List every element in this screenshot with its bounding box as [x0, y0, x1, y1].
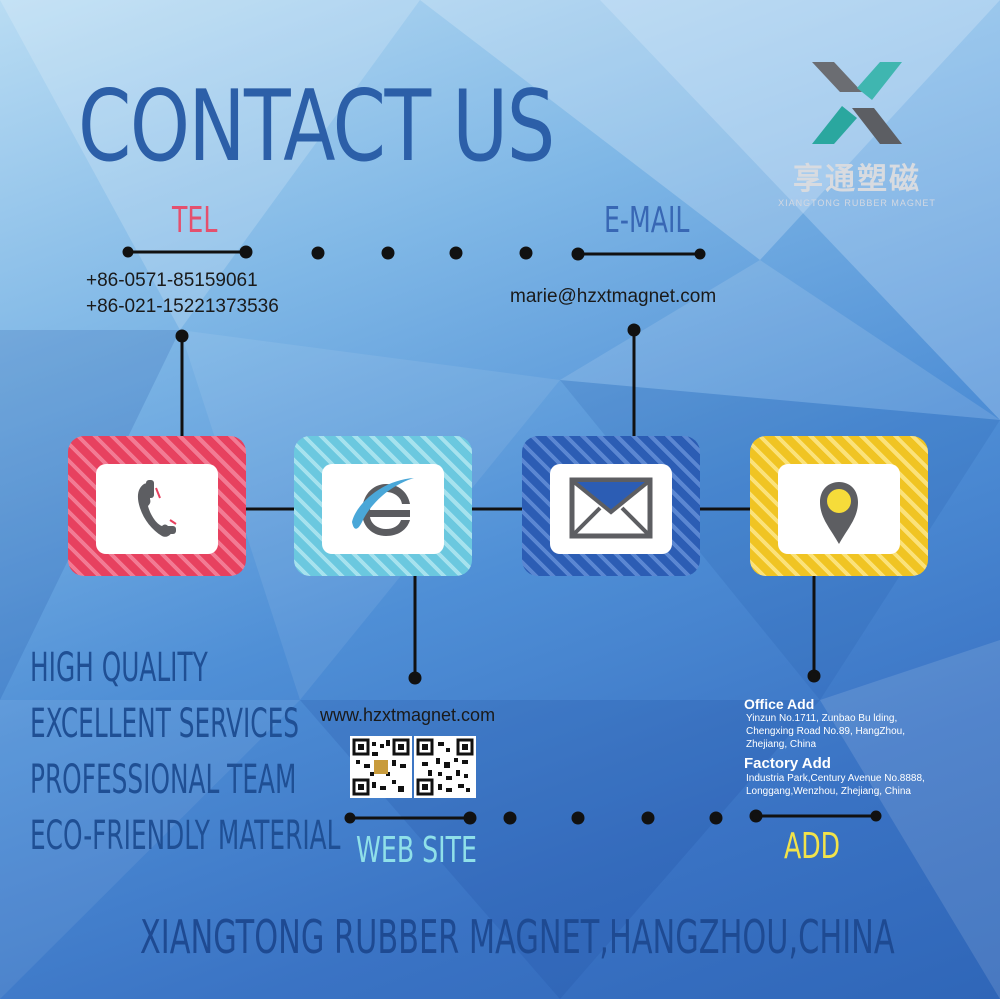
- phone-number[interactable]: +86-0571-85159061: [86, 270, 258, 291]
- qualities-list: HIGH QUALITY EXCELLENT SERVICES PROFESSI…: [30, 640, 531, 864]
- quality-item: ECO-FRIENDLY MATERIAL: [30, 813, 341, 859]
- footer-company-name: XIANGTONG RUBBER MAGNET,HANGZHOU,CHINA: [140, 910, 895, 964]
- email-card-face: [550, 464, 672, 554]
- office-address-line: Zhejiang, China: [746, 739, 817, 750]
- xt-logo-mark-icon: [812, 62, 902, 144]
- office-address-title: Office Add: [744, 696, 815, 712]
- qr-code[interactable]: [414, 736, 476, 798]
- page-title: CONTACT US: [78, 70, 555, 184]
- address-block: Office Add Yinzun No.1711, Zunbao Bu ldi…: [744, 696, 984, 798]
- website-url[interactable]: www.hzxtmagnet.com: [320, 705, 496, 725]
- website-label: WEB SITE: [356, 830, 477, 871]
- quality-item: HIGH QUALITY: [30, 645, 208, 691]
- office-address-line: Yinzun No.1711, Zunbao Bu lding,: [746, 713, 898, 724]
- factory-address-line: Longgang,Wenzhou, Zhejiang, China: [746, 786, 911, 797]
- quality-item: EXCELLENT SERVICES: [30, 701, 300, 747]
- qr-code[interactable]: [350, 736, 412, 798]
- qr-code-icon: [352, 738, 410, 796]
- browser-e-icon: [352, 478, 414, 536]
- phone-card[interactable]: [68, 436, 246, 576]
- envelope-icon: [569, 477, 653, 539]
- factory-address-title: Factory Add: [744, 755, 831, 772]
- logo-english-name: XIANGTONG RUBBER MAGNET: [778, 198, 936, 208]
- address-card-face: [778, 464, 900, 554]
- phone-numbers: +86-0571-85159061 +86-021-15221373536: [86, 268, 279, 320]
- tel-label: TEL: [172, 200, 218, 241]
- company-logo: 享通塑磁 XIANGTONG RUBBER MAGNET: [772, 62, 942, 222]
- website-card[interactable]: [294, 436, 472, 576]
- phone-card-face: [96, 464, 218, 554]
- qr-code-icon: [416, 738, 474, 796]
- website-card-face: [322, 464, 444, 554]
- quality-item: PROFESSIONAL TEAM: [30, 757, 297, 803]
- email-address[interactable]: marie@hzxtmagnet.com: [510, 286, 717, 307]
- factory-address-line: Industria Park,Century Avenue No.8888,: [746, 773, 925, 784]
- email-label: E-MAIL: [604, 200, 690, 241]
- office-address-line: Chengxing Road No.89, HangZhou,: [746, 726, 905, 737]
- phone-number[interactable]: +86-021-15221373536: [86, 296, 279, 317]
- email-card[interactable]: [522, 436, 700, 576]
- address-label: ADD: [784, 826, 841, 867]
- map-pin-icon: [820, 482, 858, 544]
- logo-chinese-name: 享通塑磁: [793, 162, 921, 197]
- phone-icon: [137, 480, 177, 537]
- address-card[interactable]: [750, 436, 928, 576]
